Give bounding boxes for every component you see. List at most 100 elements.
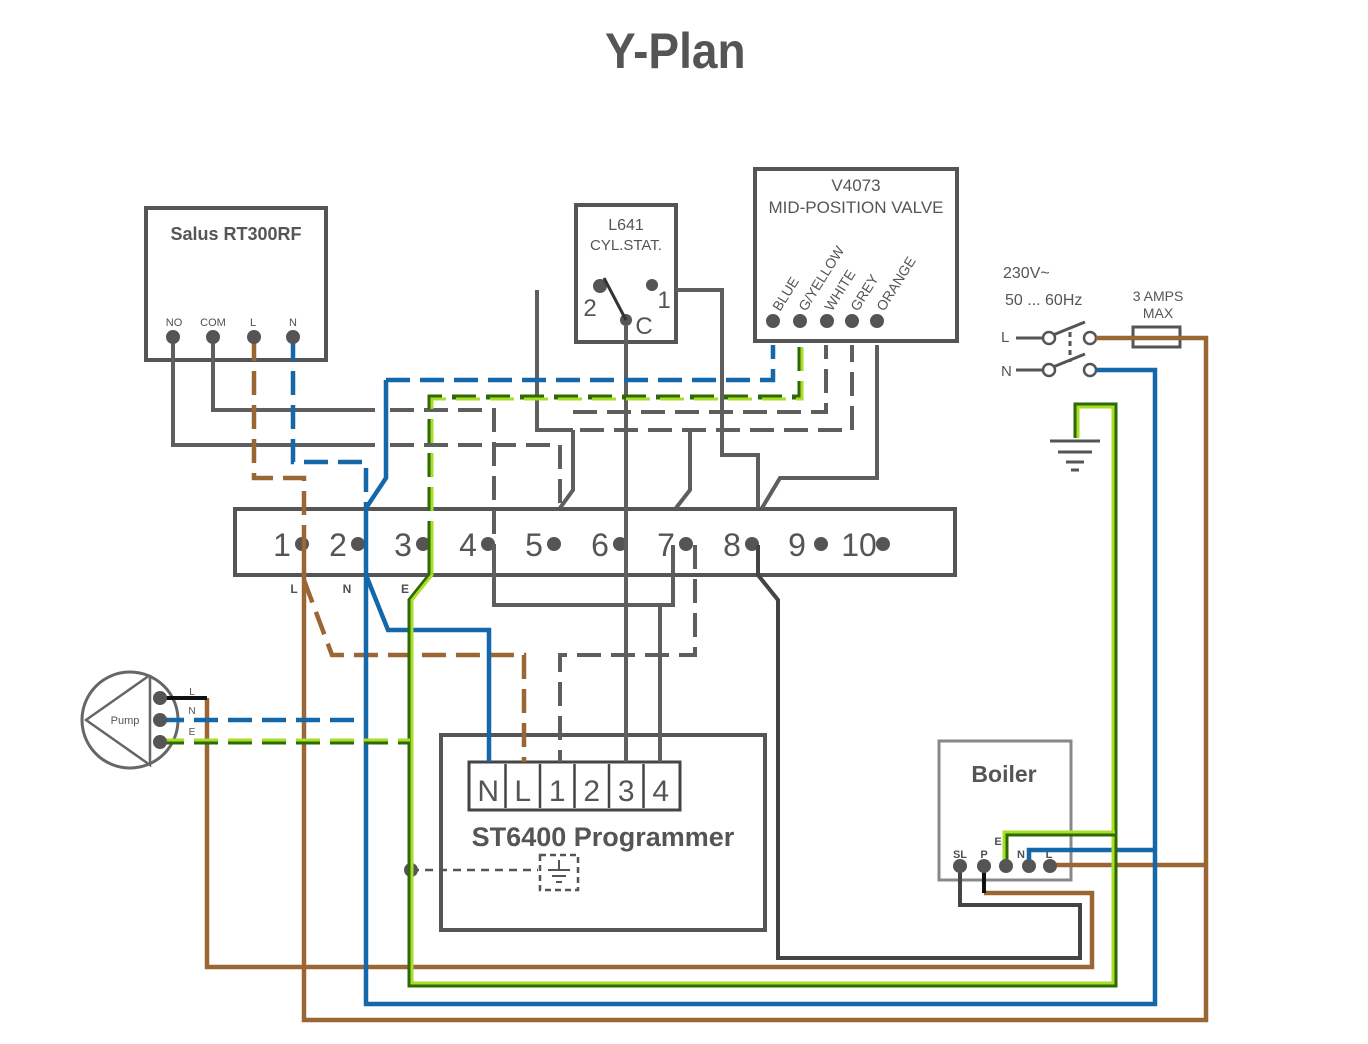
- isolator-switch-icon: [1016, 320, 1098, 378]
- pump-label: Pump: [111, 715, 140, 727]
- supply-line-label: L: [1001, 329, 1009, 346]
- programmer-terminal-label: 3: [618, 775, 635, 808]
- wire-room-stat-l: [251, 337, 307, 545]
- wire-valve-grey: [580, 345, 854, 432]
- pump-terminal-label: E: [189, 727, 196, 738]
- junction-terminal-label: 5: [525, 527, 543, 563]
- wire-neutral-to-programmer: [363, 574, 492, 762]
- supply-voltage: 230V~: [1003, 265, 1050, 282]
- room-stat-terminal-l: [247, 330, 261, 344]
- cylinder-stat-terminal-label: 2: [583, 295, 596, 322]
- wire-valve-orange-to-8: [760, 345, 879, 510]
- programmer-terminal-label: N: [477, 775, 499, 808]
- valve-box: [753, 167, 959, 343]
- programmer-terminal-label: 1: [549, 775, 566, 808]
- mid-position-valve: V4073 MID-POSITION VALVE BLUE G/YELLOW W…: [753, 167, 959, 343]
- wire-valve-white: [573, 345, 828, 414]
- boiler-terminal-l: [1043, 859, 1057, 873]
- fuse-rating: 3 AMPS: [1133, 288, 1184, 304]
- programmer-terminal-label: L: [514, 775, 531, 808]
- room-stat-terminal-label: N: [289, 317, 297, 329]
- boiler-name: Boiler: [971, 761, 1036, 787]
- junction-label-l: L: [290, 582, 297, 596]
- junction-label-n: N: [343, 582, 352, 596]
- valve-terminal: [820, 314, 834, 328]
- pump-terminal-label: L: [189, 687, 195, 698]
- fuse-max: MAX: [1143, 305, 1174, 321]
- wire-cylstat-2-to-5: [558, 430, 575, 510]
- wire-live-supply: [301, 335, 1209, 1023]
- earth-terminal-icon: [538, 853, 580, 892]
- junction-terminal-label: 2: [329, 527, 347, 563]
- wire-8-to-boiler-sl: [756, 545, 1082, 960]
- terminal-dots: [153, 330, 1057, 873]
- boiler-terminal-p: [977, 859, 991, 873]
- wire-room-stat-no-to-5: [390, 443, 562, 508]
- cylinder-stat-terminal-2: [593, 279, 607, 293]
- valve-terminal: [845, 314, 859, 328]
- diagram-title: Y-Plan: [605, 24, 746, 79]
- junction-terminal-8: [745, 537, 759, 551]
- wire-4-link: [492, 545, 673, 607]
- room-stat-terminal-n: [286, 330, 300, 344]
- wire-pump-live: [204, 698, 1095, 970]
- boiler-terminal-label: N: [1017, 849, 1025, 861]
- supply-neutral-label: N: [1001, 363, 1012, 380]
- boiler-terminal-label: E: [994, 836, 1001, 848]
- wire-earth-valve: [427, 345, 804, 545]
- junction-terminal-label: 7: [657, 527, 675, 563]
- junction-terminal-label: 8: [723, 527, 741, 563]
- junction-terminal-label: 1: [273, 527, 291, 563]
- pump-terminal-l: [153, 691, 167, 705]
- programmer-terminal-label: 2: [583, 775, 600, 808]
- wire-room-stat-com: [211, 337, 375, 412]
- pump-terminal-label: N: [188, 706, 195, 717]
- junction-terminal-3: [416, 537, 430, 551]
- room-stat-terminal-no: [166, 330, 180, 344]
- valve-name: MID-POSITION VALVE: [768, 198, 943, 217]
- earth-symbol-icon: [1050, 439, 1100, 472]
- wire-cylstat-1-to-8: [676, 288, 760, 508]
- room-thermostat-name: Salus RT300RF: [170, 224, 301, 244]
- cylinder-stat-terminal-label: C: [635, 313, 652, 340]
- wire-room-stat-n: [290, 337, 369, 508]
- room-stat-terminal-com: [206, 330, 220, 344]
- wire-cylstat-2: [535, 290, 573, 432]
- wire-earth-main: [407, 402, 1118, 988]
- room-stat-terminal-label: NO: [166, 317, 183, 329]
- switch-contact-icon: [602, 277, 628, 321]
- wire-live-to-programmer: [301, 579, 527, 762]
- wire-7-to-prog-4: [658, 545, 675, 762]
- wire-valve-grey-to-7: [674, 430, 692, 510]
- junction-terminal-5: [547, 537, 561, 551]
- junction-terminal-6: [613, 537, 627, 551]
- cylinder-thermostat: L641 CYL.STAT. 2 C 1: [574, 203, 678, 344]
- junction-terminal-label: 9: [788, 527, 806, 563]
- junction-terminal-label: 3: [394, 527, 412, 563]
- junction-terminal-label: 10: [841, 527, 877, 563]
- supply-frequency: 50 ... 60Hz: [1005, 292, 1082, 309]
- pump-impeller-icon: [83, 673, 152, 768]
- room-stat-terminal-label: COM: [200, 317, 226, 329]
- pump-terminal-e: [153, 735, 167, 749]
- boiler-terminal-label: P: [980, 849, 987, 861]
- wire-neutral-supply: [363, 367, 1158, 1007]
- boiler-terminal-e: [999, 859, 1013, 873]
- junction-terminal-label: 4: [459, 527, 477, 563]
- wire-pump-earth: [160, 738, 410, 745]
- cylinder-stat-name: CYL.STAT.: [590, 237, 662, 254]
- boiler-terminal-label: L: [1046, 849, 1053, 861]
- wire-boiler-earth: [1002, 830, 1115, 865]
- wire-7-to-prog-1: [558, 545, 697, 762]
- cylinder-stat-terminal-label: 1: [657, 287, 670, 314]
- wiring: [160, 288, 1209, 1023]
- programmer-terminal-label: 4: [652, 775, 669, 808]
- junction-terminal-9: [814, 537, 828, 551]
- cylinder-stat-terminal-1: [646, 279, 658, 291]
- junction-terminal-7: [679, 537, 693, 551]
- junction-terminal-4: [481, 537, 495, 551]
- valve-terminal: [793, 314, 807, 328]
